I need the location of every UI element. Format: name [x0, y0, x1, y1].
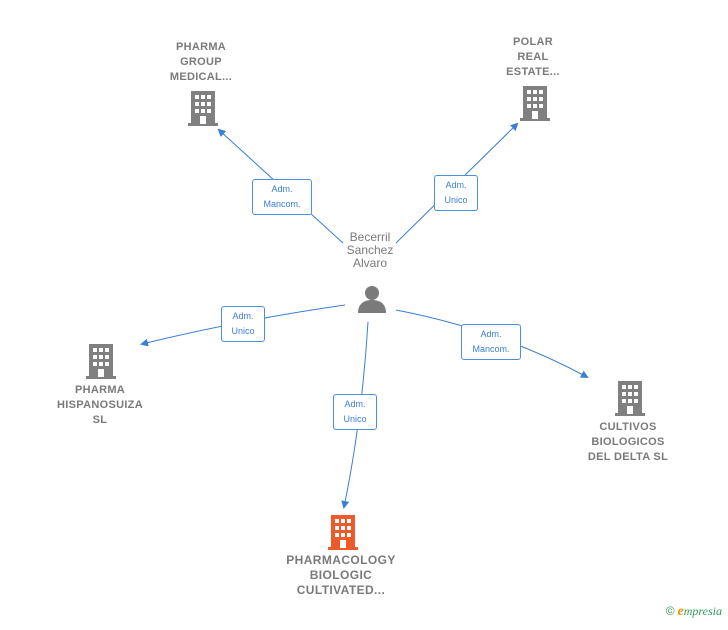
company-label-line: BIOLOGIC [309, 568, 373, 582]
company-label-pharma-group[interactable]: PHARMA GROUP MEDICAL... [155, 40, 247, 85]
building-icon-highlight[interactable] [328, 514, 358, 550]
edge-label-line: Adm. [271, 184, 293, 194]
person-name-line: Becerril [349, 230, 391, 244]
edge-label-cultivos: Adm. Mancom. [461, 324, 521, 360]
edge-label-pharma-group: Adm. Mancom. [252, 179, 312, 215]
brand-name: mpresia [683, 604, 722, 618]
edge-label-line: Mancom. [263, 199, 301, 209]
person-label[interactable]: Becerril Sanchez Alvaro [330, 231, 410, 270]
company-label-line: PHARMA [175, 41, 227, 53]
building-icon[interactable] [615, 380, 645, 416]
company-label-polar-real[interactable]: POLAR REAL ESTATE... [490, 35, 576, 80]
company-label-pharmacology[interactable]: PHARMACOLOGY BIOLOGIC CULTIVATED... [276, 553, 406, 598]
company-label-line: POLAR [513, 36, 553, 48]
building-icon[interactable] [520, 85, 550, 121]
edge-label-line: Mancom. [472, 344, 510, 354]
edge-label-line: Unico [231, 326, 255, 336]
building-icon[interactable] [188, 90, 218, 126]
edge-label-line: Unico [343, 414, 367, 424]
company-label-line: REAL [517, 51, 549, 63]
company-label-line: ESTATE... [506, 66, 560, 78]
edge-label-line: Adm. [344, 399, 366, 409]
company-label-line: SL [92, 414, 108, 426]
company-label-line: GROUP [180, 56, 222, 68]
person-name-line: Alvaro [352, 256, 387, 270]
edge-label-polar-real: Adm. Unico [434, 175, 478, 211]
company-label-line: HISPANOSUIZA [57, 399, 143, 411]
company-label-line: PHARMA [74, 384, 126, 396]
company-label-line: CULTIVOS [599, 421, 657, 433]
company-label-line: PHARMACOLOGY [286, 553, 396, 567]
edge-label-line: Unico [444, 195, 468, 205]
company-label-cultivos[interactable]: CULTIVOS BIOLOGICOS DEL DELTA SL [576, 420, 680, 465]
company-label-line: CULTIVATED... [296, 583, 386, 597]
brand-initial: e [677, 604, 684, 619]
copyright-symbol: © [665, 604, 675, 618]
edge-label-pharma-hispanosuiza: Adm. Unico [221, 306, 265, 342]
company-label-line: DEL DELTA SL [587, 451, 669, 463]
person-name-line: Sanchez [346, 243, 394, 257]
edge-label-pharmacology: Adm. Unico [333, 394, 377, 430]
edge-label-line: Adm. [445, 180, 467, 190]
company-label-line: MEDICAL... [169, 71, 233, 83]
company-label-line: BIOLOGICOS [591, 436, 665, 448]
building-icon[interactable] [86, 343, 116, 379]
edge-label-line: Adm. [232, 311, 254, 321]
company-label-pharma-hispanosuiza[interactable]: PHARMA HISPANOSUIZA SL [50, 383, 150, 428]
person-icon[interactable] [357, 284, 387, 314]
edge-label-line: Adm. [480, 329, 502, 339]
brand-footer: ©empresia [666, 604, 722, 620]
